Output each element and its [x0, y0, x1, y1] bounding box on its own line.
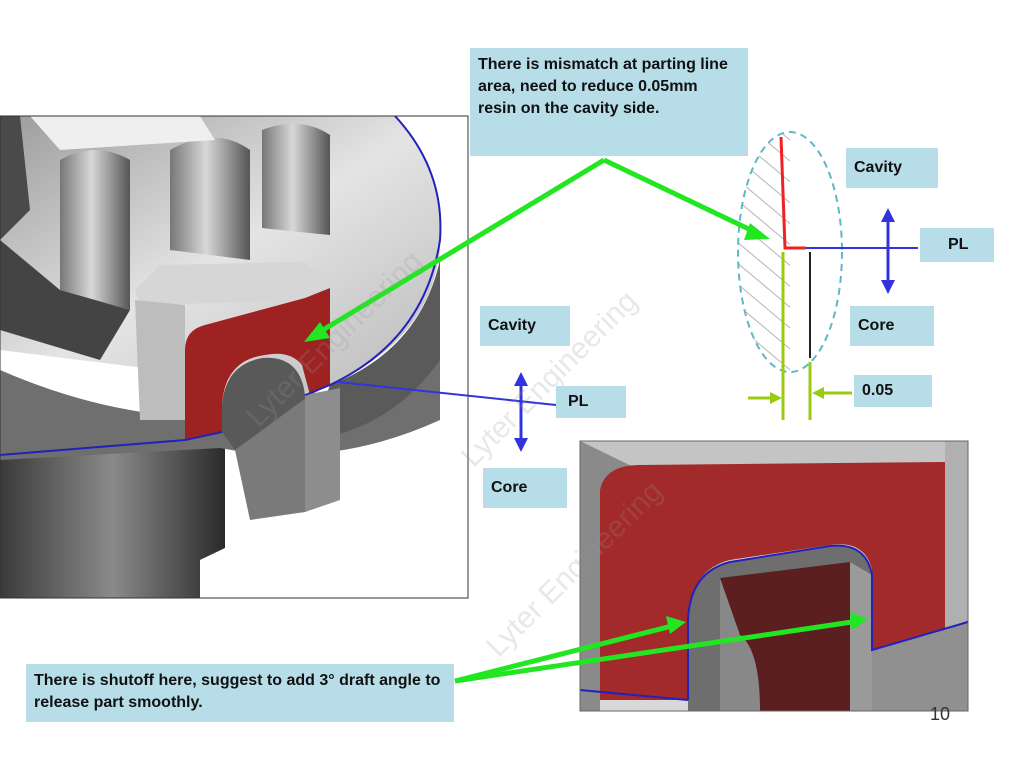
- cad-view-overall-frame: [0, 115, 469, 599]
- page-number: 10: [930, 704, 951, 724]
- pl-label-mid: PL: [556, 386, 626, 418]
- core-label-mid: Core: [483, 468, 567, 508]
- cad-view-closeup-frame: [579, 440, 969, 712]
- mismatch-note: There is mismatch at parting line area, …: [470, 48, 748, 156]
- cavity-label-mid: Cavity: [480, 306, 570, 346]
- shutoff-note: There is shutoff here, suggest to add 3°…: [26, 664, 454, 722]
- cavity-profile-line: [779, 136, 806, 250]
- pl-label-right: PL: [920, 228, 994, 262]
- dimension-label: 0.05: [854, 375, 932, 407]
- cad-view-closeup: [580, 441, 968, 711]
- cad-view-overall: [0, 116, 468, 598]
- core-label-right: Core: [850, 306, 934, 346]
- pl-indicator-mid: [337, 372, 557, 452]
- cavity-label-right: Cavity: [846, 148, 938, 188]
- callout-arrows: [304, 157, 868, 684]
- detail-ellipse: [737, 131, 843, 373]
